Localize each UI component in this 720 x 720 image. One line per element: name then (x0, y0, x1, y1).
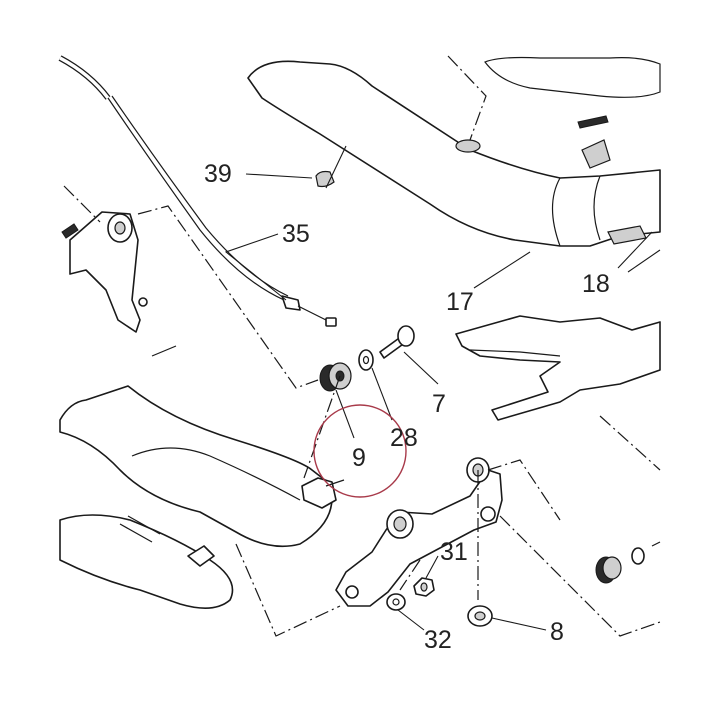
washer-28-part (358, 349, 374, 371)
grommet-39-part (315, 170, 335, 188)
callout-28: 28 (390, 424, 418, 452)
assembly-lines (63, 55, 661, 637)
highlight-circle (313, 404, 407, 498)
heat-shield-part (455, 315, 661, 421)
callout-9: 9 (352, 444, 366, 472)
callout-17: 17 (446, 288, 474, 316)
bolt-8-part (467, 605, 493, 627)
nut-31-part (413, 577, 435, 597)
callout-31: 31 (440, 538, 468, 566)
bolt-7-part (379, 325, 415, 359)
right-mount-part (595, 541, 661, 584)
callout-39: 39 (204, 160, 232, 188)
rubber-bush-9-part (319, 362, 352, 392)
leader-lines (224, 145, 661, 631)
exhaust-silencer-part (247, 56, 661, 247)
callout-32: 32 (424, 626, 452, 654)
cable-part (58, 55, 337, 327)
washer-32-part (386, 593, 406, 611)
callout-7: 7 (432, 390, 446, 418)
callout-8: 8 (550, 618, 564, 646)
callout-35: 35 (282, 220, 310, 248)
frame-bracket-part (61, 211, 177, 357)
swingarm-part (59, 385, 345, 609)
callout-18: 18 (582, 270, 610, 298)
